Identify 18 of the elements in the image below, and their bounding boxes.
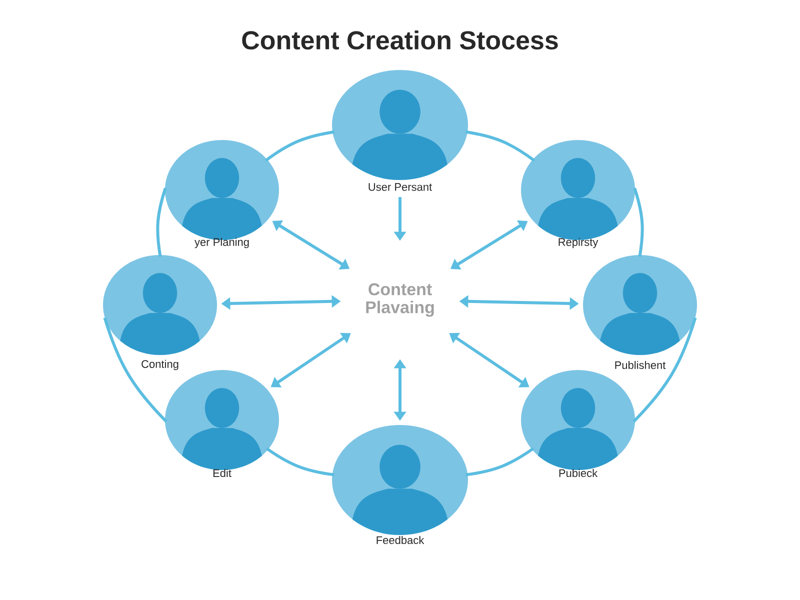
title: Content Creation Stocess (242, 30, 558, 50)
ring-line (156, 188, 167, 257)
node-label: Feedback (376, 536, 424, 544)
ring-line (465, 130, 536, 162)
node-label: Repirsty (558, 238, 598, 248)
ring-line (632, 317, 697, 422)
ring-line (466, 447, 534, 476)
node-label: User Persant (368, 183, 432, 191)
node-label: Edit (213, 468, 232, 478)
node-label: Publishent (615, 360, 666, 370)
ring-line (633, 188, 644, 258)
center-label: Content Plavaing (366, 283, 434, 317)
ring-line (264, 130, 335, 162)
node-label: yer Planing (194, 238, 249, 248)
ring-line (266, 447, 334, 476)
node-label: Conting (142, 360, 178, 370)
ring-line (103, 317, 168, 422)
node-label: Pubieck (559, 468, 598, 478)
